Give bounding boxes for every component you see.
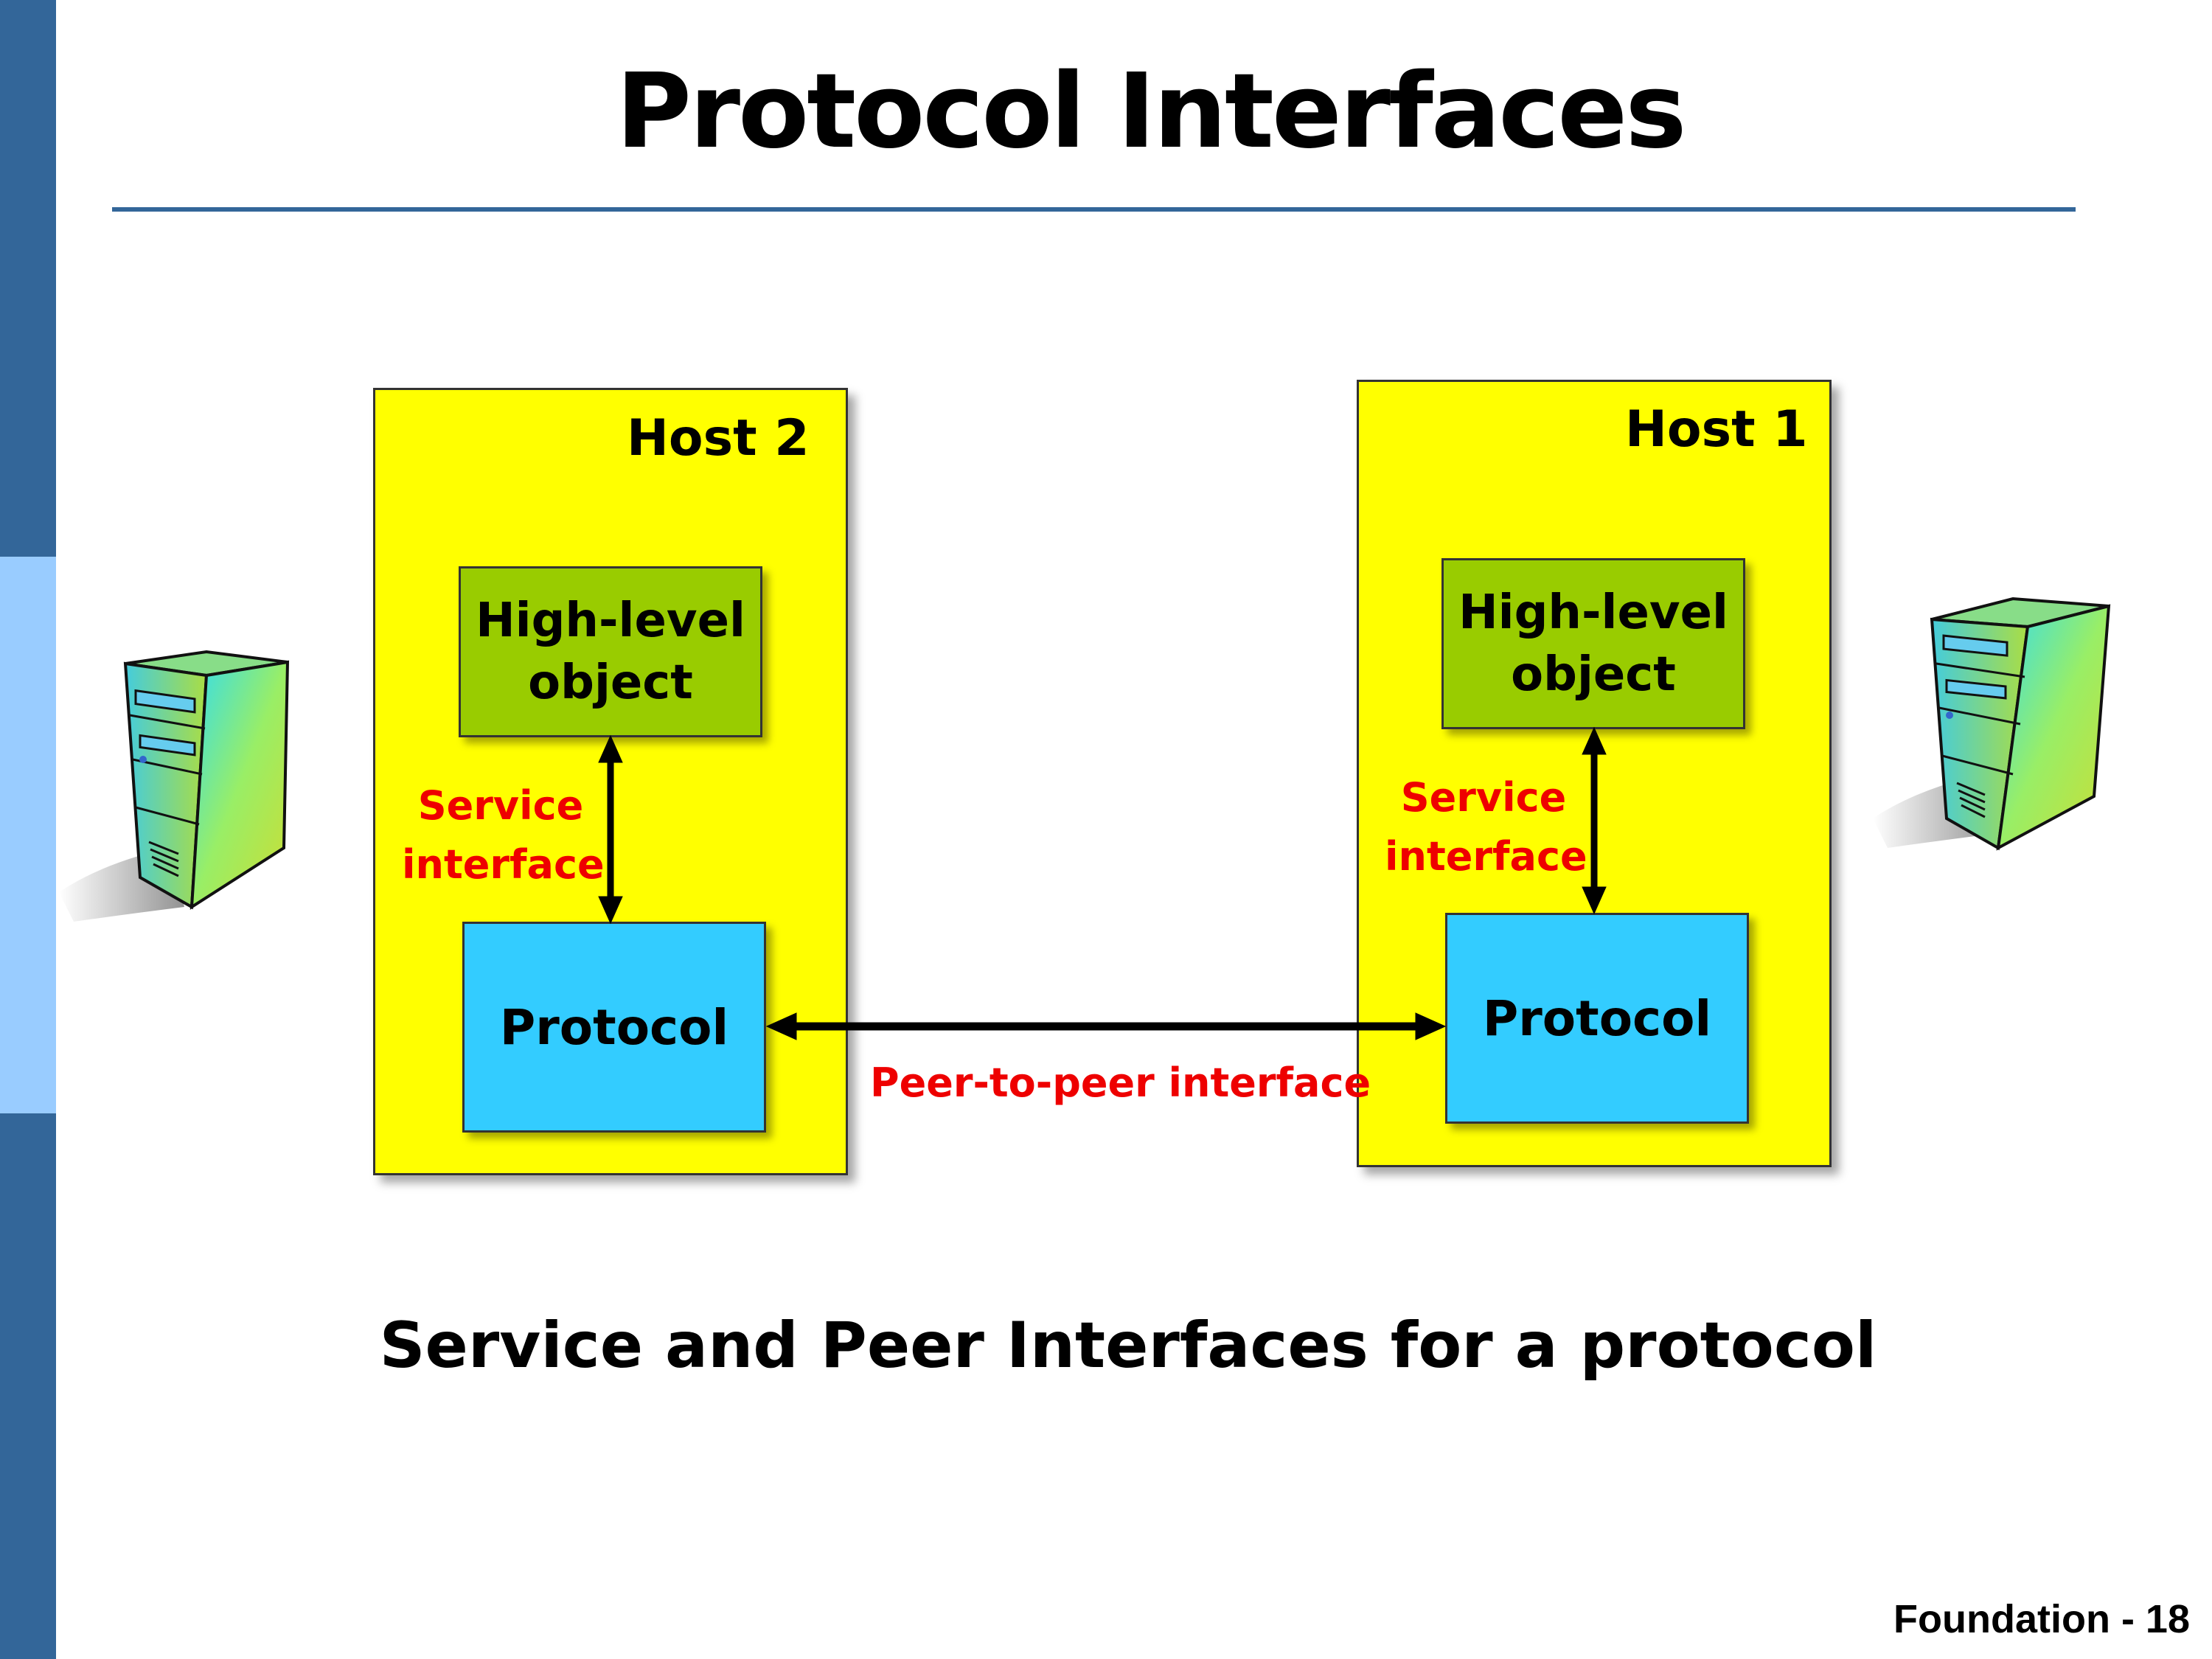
service-line1: Service xyxy=(417,782,584,829)
server-tower-icon xyxy=(1873,597,2111,851)
service-line2: interface xyxy=(402,841,605,888)
high-level-line2: object xyxy=(528,655,693,710)
host-2-label: Host 2 xyxy=(627,409,810,467)
peer-to-peer-arrow xyxy=(765,1012,1447,1040)
host-2-high-level-object: High-level object xyxy=(459,566,762,737)
host-2-service-arrow xyxy=(598,734,623,925)
title-divider xyxy=(112,207,2076,212)
host-1-high-level-object: High-level object xyxy=(1441,558,1745,729)
slide-title: Protocol Interfaces xyxy=(616,52,1686,172)
server-tower-icon xyxy=(59,650,290,922)
host-1-label: Host 1 xyxy=(1625,400,1808,459)
host-1-protocol: Protocol xyxy=(1445,913,1749,1124)
host-1-service-interface-label: Service interface xyxy=(1385,768,1587,886)
high-level-line1: High-level xyxy=(476,594,745,648)
high-level-line1: High-level xyxy=(1458,585,1728,640)
figure-caption: Service and Peer Interfaces for a protoc… xyxy=(379,1309,1877,1382)
sidebar-band-bottom xyxy=(0,1113,56,1659)
host-2-protocol: Protocol xyxy=(462,922,766,1133)
service-line1: Service xyxy=(1400,774,1567,821)
slide-footer: Foundation - 18 xyxy=(1893,1597,2190,1641)
sidebar-band-middle xyxy=(0,557,56,1113)
high-level-line2: object xyxy=(1511,647,1676,702)
service-line2: interface xyxy=(1385,833,1587,880)
host-2-service-interface-label: Service interface xyxy=(402,776,605,894)
sidebar-band-top xyxy=(0,0,56,557)
host-1-service-arrow xyxy=(1582,726,1607,915)
peer-to-peer-interface-label: Peer-to-peer interface xyxy=(870,1060,1371,1106)
